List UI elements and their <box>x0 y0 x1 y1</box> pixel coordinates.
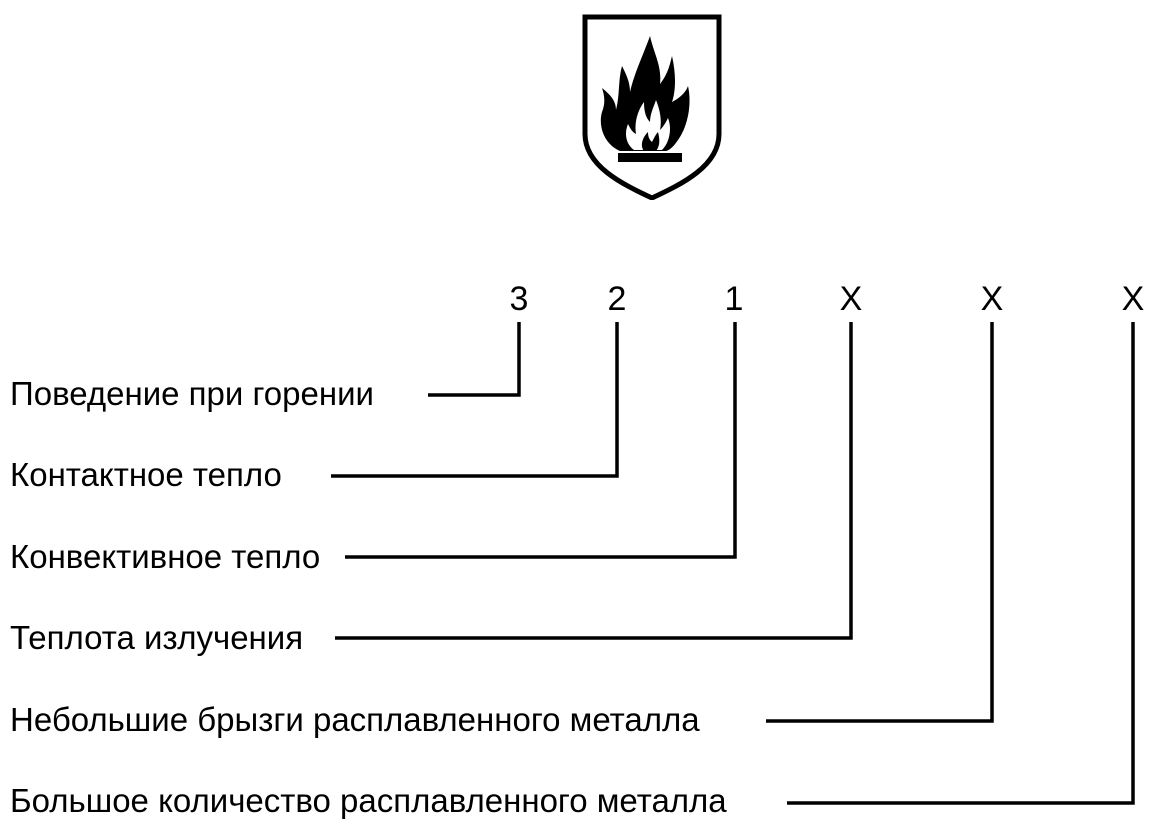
code-digit-small-metal-splash: X <box>980 280 1004 318</box>
code-digit-convective-heat: 1 <box>724 280 744 318</box>
connector-contact-heat <box>331 322 619 478</box>
code-digit-burning-behaviour: 3 <box>509 280 529 318</box>
label-small-metal-splash: Небольшие брызги расплавленного металла <box>10 701 700 738</box>
flame-shield-icon <box>582 14 722 200</box>
label-radiant-heat: Теплота излучения <box>10 619 304 656</box>
code-digit-contact-heat: 2 <box>607 280 627 318</box>
connector-radiant-heat <box>335 322 853 640</box>
label-large-metal-splash: Большое количество расплавленного металл… <box>10 782 727 819</box>
label-contact-heat: Контактное тепло <box>10 456 282 493</box>
connector-burning-behaviour <box>428 322 521 397</box>
connector-small-metal-splash <box>766 322 994 723</box>
code-digit-large-metal-splash: X <box>1121 280 1145 318</box>
code-digit-radiant-heat: X <box>839 280 863 318</box>
connector-convective-heat <box>345 322 737 559</box>
label-convective-heat: Конвективное тепло <box>10 538 321 575</box>
connector-large-metal-splash <box>787 322 1135 805</box>
label-burning-behaviour: Поведение при горении <box>10 375 374 412</box>
